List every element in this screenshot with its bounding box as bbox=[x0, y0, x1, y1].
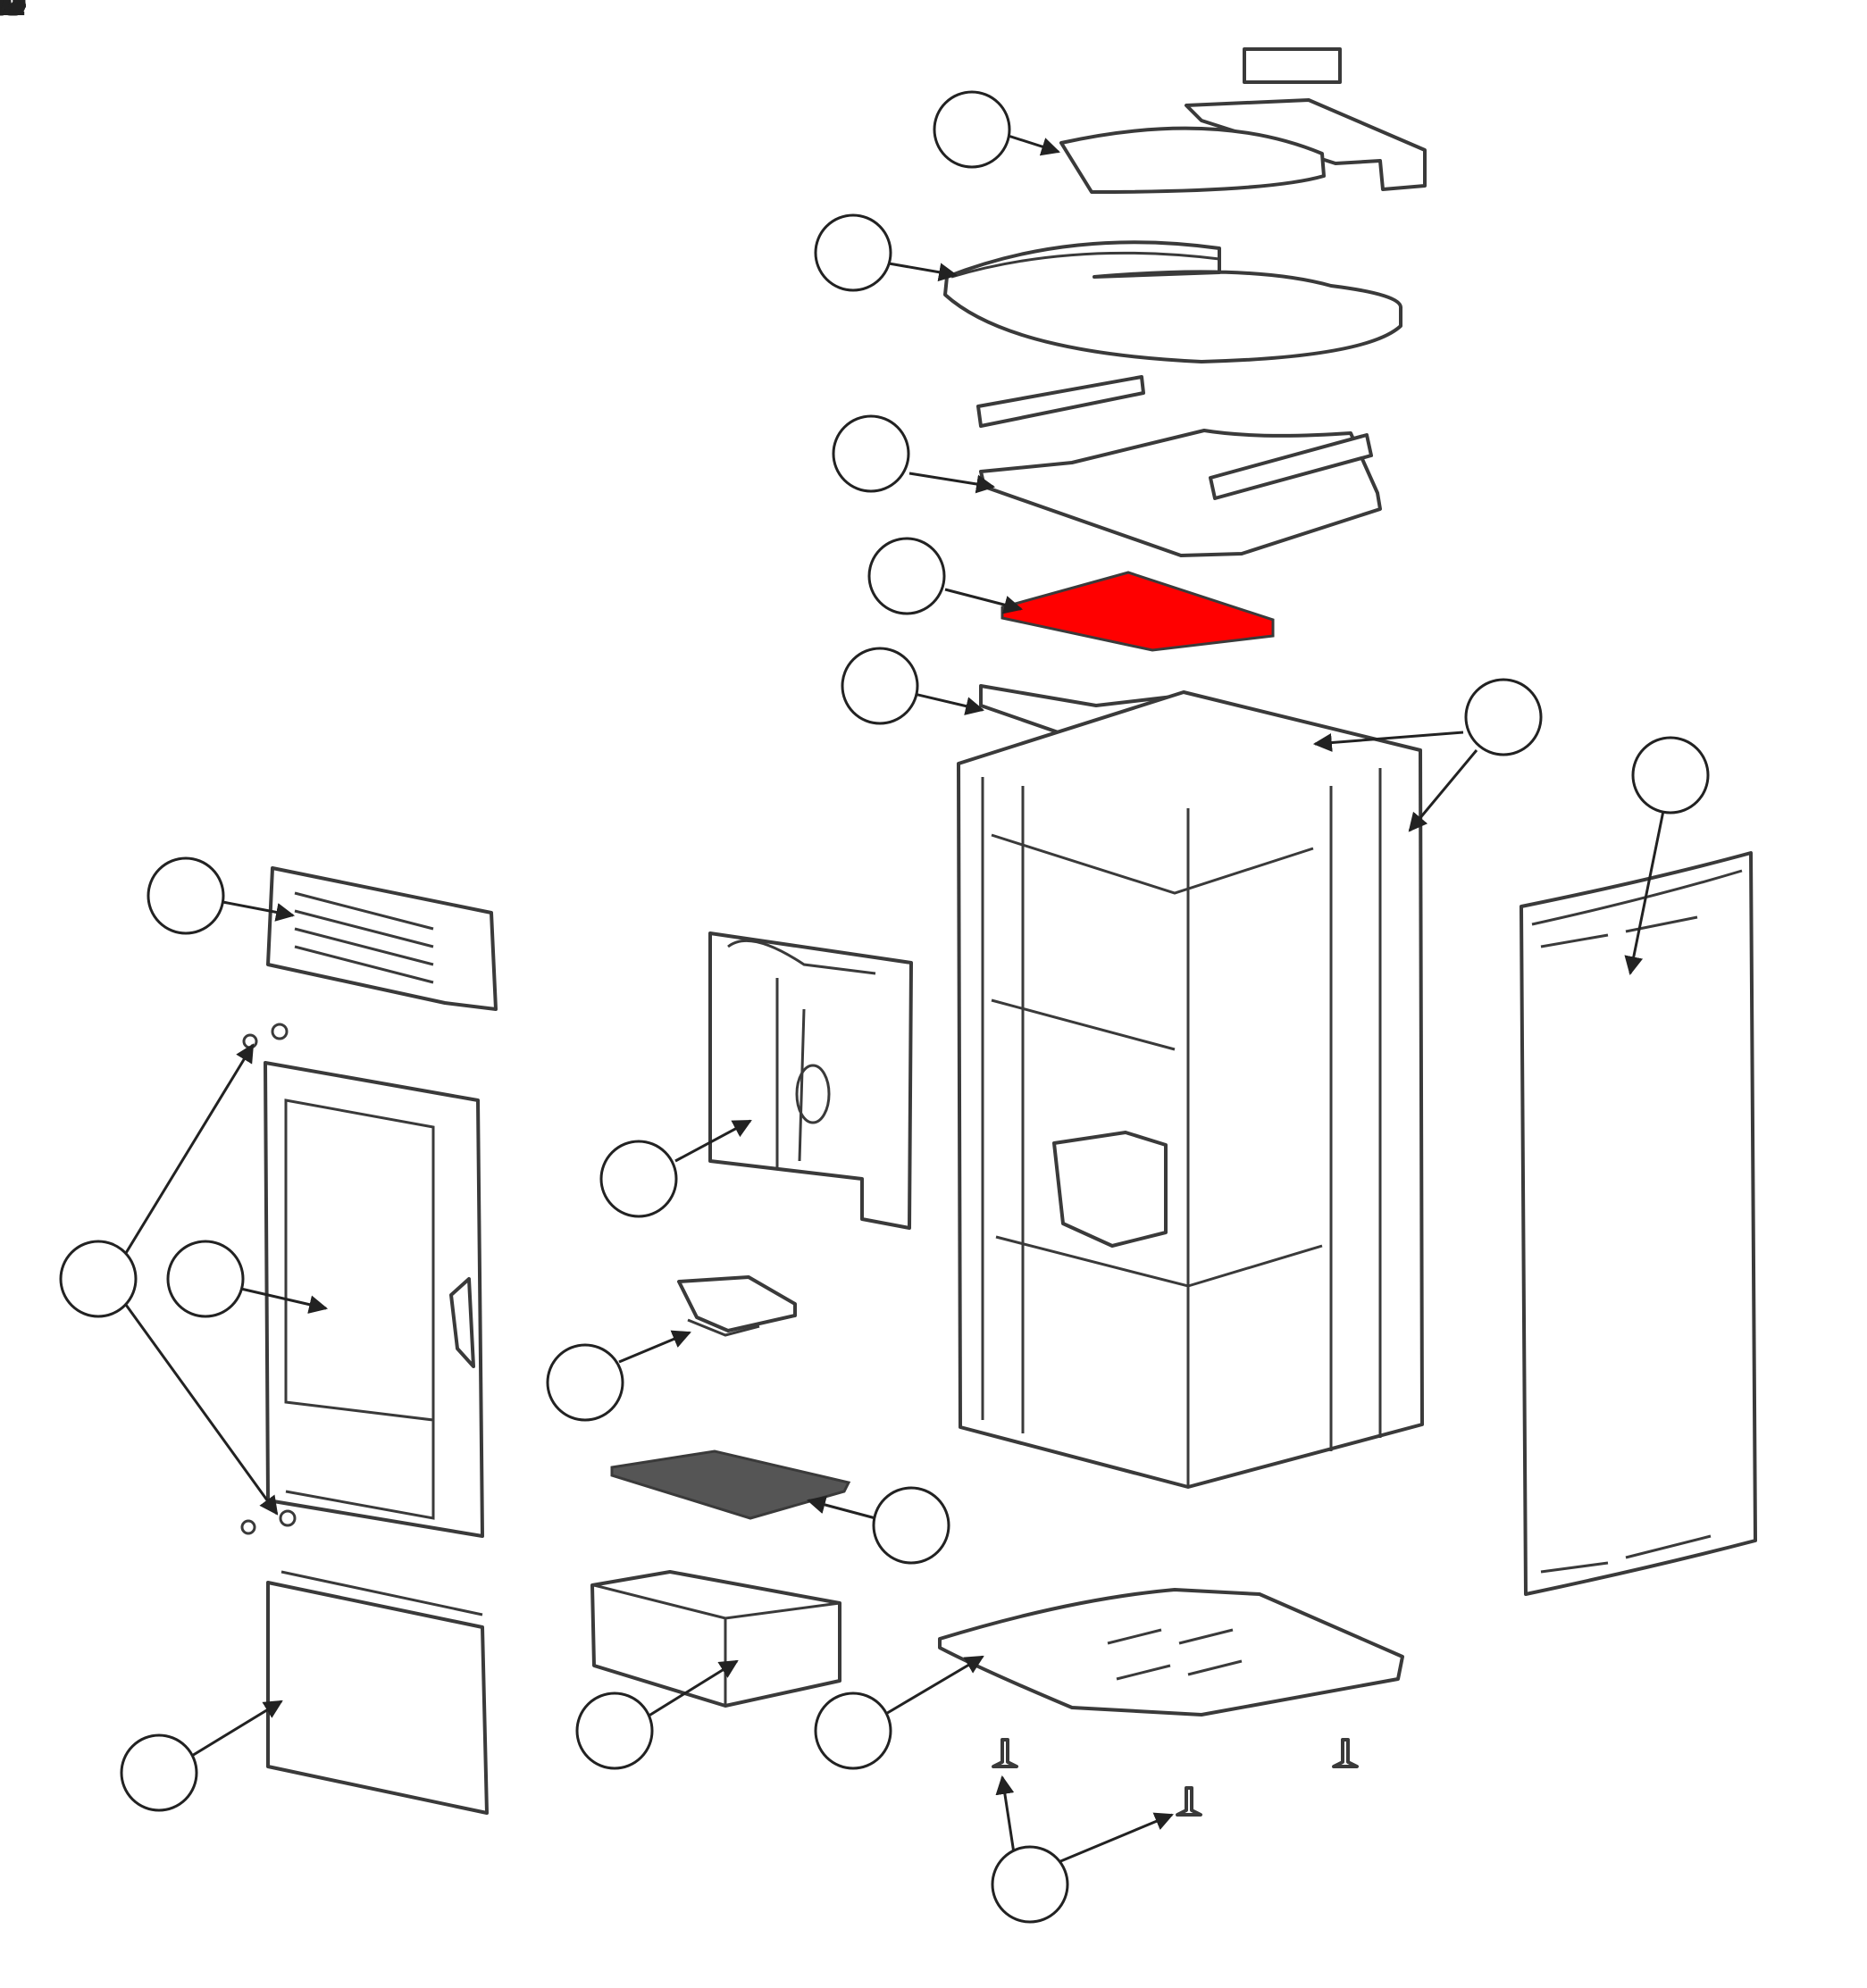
svg-text:8: 8 bbox=[0, 0, 14, 26]
callout-8: 8 bbox=[0, 0, 624, 1422]
svg-text:4: 4 bbox=[0, 0, 14, 26]
svg-text:15: 15 bbox=[0, 0, 29, 26]
callout-14: 14 bbox=[0, 0, 1011, 169]
callout-5: 5 bbox=[0, 0, 654, 1770]
svg-text:9: 9 bbox=[0, 0, 14, 26]
callout-10: 10 bbox=[0, 0, 919, 725]
part-base-plate-6 bbox=[938, 1588, 1404, 1717]
part-ash-box-5 bbox=[590, 1570, 841, 1708]
svg-text:11: 11 bbox=[0, 0, 29, 26]
leader-lines bbox=[124, 130, 1666, 1864]
svg-text:17: 17 bbox=[0, 0, 29, 26]
part-top-cover-13 bbox=[943, 240, 1402, 363]
callout-16: 16 bbox=[0, 0, 1710, 814]
svg-text:1: 1 bbox=[0, 0, 14, 26]
callout-15: 15 bbox=[0, 0, 1543, 756]
part-side-panel-16 bbox=[1520, 851, 1757, 1596]
svg-text:16: 16 bbox=[0, 0, 29, 26]
part-panel-11-highlighted bbox=[1000, 571, 1275, 652]
callout-3: 3 bbox=[0, 0, 138, 1318]
part-grille-4 bbox=[266, 866, 498, 1011]
callout-9: 9 bbox=[0, 0, 678, 1218]
part-support-plate-12 bbox=[976, 375, 1382, 557]
svg-text:12: 12 bbox=[0, 0, 29, 26]
callout-12: 12 bbox=[0, 0, 910, 493]
callout-1: 1 bbox=[0, 0, 198, 1812]
part-door-2 bbox=[264, 1061, 484, 1538]
svg-text:10: 10 bbox=[0, 0, 29, 26]
svg-text:5: 5 bbox=[0, 0, 14, 26]
svg-text:6: 6 bbox=[0, 0, 14, 26]
svg-text:3: 3 bbox=[0, 0, 14, 26]
svg-text:2: 2 bbox=[0, 0, 14, 26]
part-fire-chamber-9 bbox=[708, 931, 913, 1230]
svg-text:13: 13 bbox=[0, 0, 29, 26]
highlighted-panel bbox=[1000, 571, 1275, 652]
part-burn-pot-8 bbox=[677, 1275, 797, 1337]
part-grate-7 bbox=[610, 1449, 851, 1520]
callout-7: 7 bbox=[0, 0, 950, 1565]
callout-11: 11 bbox=[0, 0, 946, 615]
callout-2: 2 bbox=[0, 0, 245, 1318]
part-body-frame-15 bbox=[957, 684, 1424, 1489]
part-feet-17 bbox=[992, 1738, 1359, 1817]
callout-13: 13 bbox=[0, 0, 892, 292]
callout-17: 17 bbox=[0, 0, 1069, 1924]
callout-6: 6 bbox=[0, 0, 892, 1770]
part-lower-panel-1 bbox=[266, 1570, 489, 1815]
svg-text:7: 7 bbox=[0, 0, 14, 26]
callout-4: 4 bbox=[0, 0, 225, 935]
svg-text:14: 14 bbox=[0, 0, 29, 26]
part-top-lid-14 bbox=[1059, 47, 1427, 194]
